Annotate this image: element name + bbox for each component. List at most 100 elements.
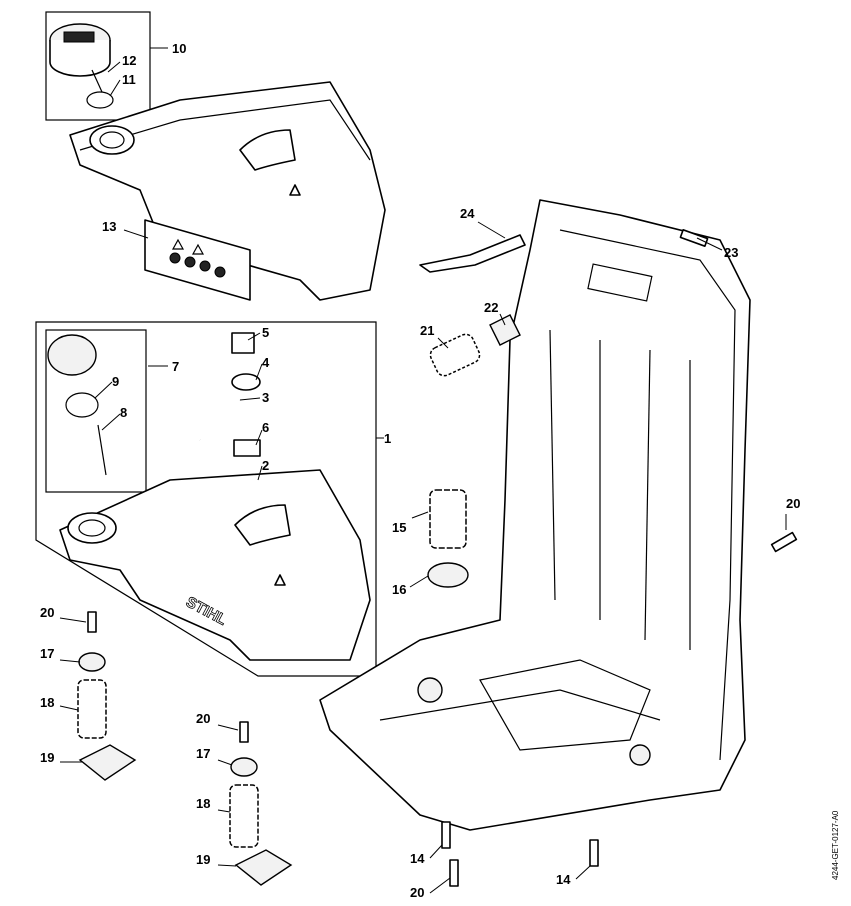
callout-20: 20 [40,605,87,623]
leader-line [575,865,591,880]
leader-line [477,221,506,239]
callout-number: 20 [40,605,54,620]
callout-number: 9 [112,374,119,389]
leader-line [255,429,263,446]
strap-24 [419,234,526,273]
callout-box-1 [35,321,377,677]
callout-number: 11 [122,72,136,87]
callout-23: 23 [696,237,738,260]
callout-15: 15 [392,511,429,535]
callout-19: 19 [40,750,82,765]
leader-line [429,844,443,859]
callout-number: 21 [420,323,434,338]
callout-21: 21 [420,323,449,349]
callout-number: 17 [40,646,54,661]
callout-16: 16 [392,575,429,597]
leader-line [696,237,723,251]
callout-19: 19 [196,852,237,867]
callout-number: 3 [262,390,269,405]
callout-number: 6 [262,420,269,435]
callout-18: 18 [40,695,79,711]
callout-8: 8 [101,405,127,431]
callout-10: 10 [150,41,186,56]
callout-17: 17 [196,746,233,766]
leader-line [109,79,121,97]
callout-number: 20 [196,711,210,726]
left-damper-set [77,611,293,886]
callout-22: 22 [484,300,506,326]
callout-20: 20 [785,496,800,530]
tank-cap-small [47,334,107,476]
callout-number: 4 [262,355,270,370]
leader-line [59,659,81,663]
leader-line [217,759,233,766]
callout-box-10 [45,11,151,121]
leader-line [437,337,449,349]
callout-number: 1 [384,431,391,446]
callout-number: 16 [392,582,406,597]
callout-number: 2 [262,458,269,473]
callout-7: 7 [148,359,179,374]
callout-number: 8 [120,405,127,420]
callout-9: 9 [94,374,119,399]
callout-3: 3 [239,390,269,405]
callout-12: 12 [107,53,136,73]
callout-24: 24 [460,206,506,239]
leader-line [217,809,231,813]
backpack-frame [319,199,751,831]
callout-20: 20 [196,711,239,731]
callout-2: 2 [257,458,269,481]
leader-line [411,511,429,519]
fuel-tank-lower: STIHL [59,469,371,661]
callout-number: 14 [556,872,571,887]
drawing-code: 4244-GET-0127-A0 [831,810,840,880]
callout-number: 14 [410,851,425,866]
leader-line [239,397,261,401]
leader-line [101,413,121,431]
callout-number: 24 [460,206,475,221]
spring-15 [429,489,467,549]
fuel-tank-upper [69,81,386,301]
leader-line [107,61,121,73]
callout-14: 14 [410,844,443,866]
callout-number: 20 [410,885,424,900]
callout-1: 1 [376,431,391,446]
callout-box-7 [45,329,147,493]
leader-line [247,332,261,341]
leader-line [217,864,237,867]
callout-18: 18 [196,796,231,813]
callout-number: 20 [786,496,800,511]
leader-line [409,575,429,588]
callout-6: 6 [255,420,269,446]
callout-17: 17 [40,646,81,663]
buffer-16 [427,562,469,588]
screws [441,228,798,887]
callout-number: 17 [196,746,210,761]
callout-number: 19 [40,750,54,765]
callout-5: 5 [247,325,269,341]
callout-number: 10 [172,41,186,56]
leader-line [255,363,263,381]
callout-number: 19 [196,852,210,867]
callout-number: 15 [392,520,406,535]
warning-label [144,219,251,301]
callout-14: 14 [556,865,591,887]
callout-number: 18 [196,796,210,811]
spring-21 [429,333,481,377]
leader-line [429,877,451,894]
leader-line [123,229,149,239]
leader-line [217,724,239,731]
callout-11: 11 [109,72,136,97]
callout-number: 18 [40,695,54,710]
callout-number: 5 [262,325,269,340]
leader-line [94,381,113,399]
callout-number: 23 [724,245,738,260]
callout-number: 12 [122,53,136,68]
leader-line [59,705,79,711]
callout-number: 7 [172,359,179,374]
leader-line [59,617,87,623]
fuel-pickup-parts [171,332,267,496]
callout-number: 22 [484,300,498,315]
tank-cap [49,23,114,109]
